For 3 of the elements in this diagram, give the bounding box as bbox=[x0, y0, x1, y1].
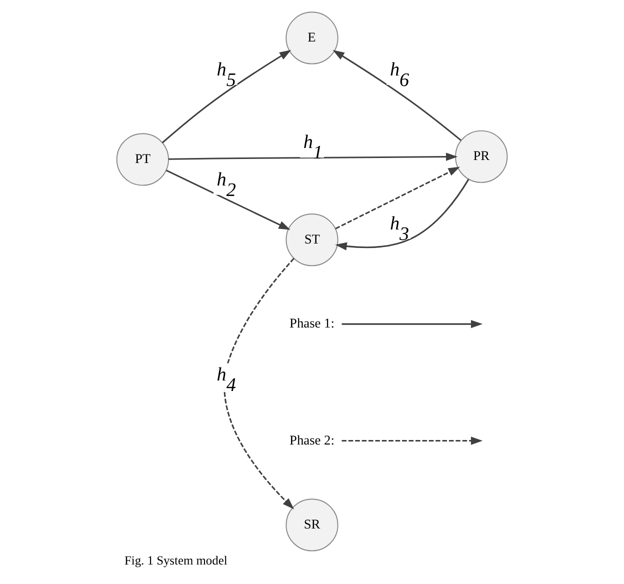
caption: Fig. 1 System model bbox=[124, 554, 228, 568]
legend-label: Phase 2: bbox=[290, 432, 334, 448]
legend-label: Phase 1: bbox=[290, 316, 334, 331]
